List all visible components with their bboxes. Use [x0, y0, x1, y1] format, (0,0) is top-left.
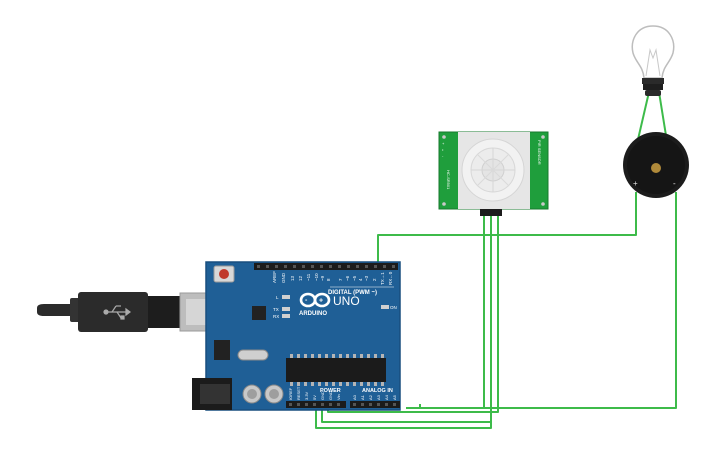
pin-label: A0	[352, 394, 357, 400]
led-on	[381, 305, 389, 309]
svg-text:-: -	[305, 297, 308, 304]
pin-label: A2	[368, 394, 373, 400]
label-gnd: GND	[281, 272, 286, 283]
power-label: POWER	[320, 388, 341, 394]
buzzer-sound-hole	[651, 163, 661, 173]
pir-pin-label: •	[442, 147, 444, 152]
analog-label: ANALOG IN	[362, 388, 393, 394]
pin-label: Vin	[336, 394, 341, 400]
pin-label: 8	[326, 278, 331, 281]
digital-header[interactable]	[254, 263, 398, 270]
arduino-logo-icon	[299, 292, 331, 308]
label-l: L	[276, 295, 279, 300]
pin-label: GND	[320, 391, 325, 400]
pin-label: ~6	[345, 275, 350, 281]
crystal	[237, 349, 269, 361]
pin-label: 5V	[312, 395, 317, 400]
brand-label: ARDUINO	[299, 311, 327, 317]
led-tx	[282, 307, 290, 311]
pin-label: ~5	[352, 275, 357, 281]
pin-label: ~10	[314, 273, 319, 281]
pir-header[interactable]	[480, 209, 502, 216]
pin-label: 4	[358, 278, 363, 281]
buzzer-plus-label: +	[633, 179, 638, 188]
usb-icon	[103, 305, 131, 320]
pir-side-label: PIR SENSOR	[537, 140, 542, 165]
pin-label: A4	[384, 394, 389, 400]
pin-label: A3	[376, 394, 381, 400]
arduino-uno-board[interactable]: AREF GND 13 12 ~11 ~10 ~9 8 7 ~6 ~5 4 ~3…	[192, 261, 401, 411]
pin-label: RX←0	[388, 271, 393, 285]
light-bulb-icon[interactable]	[631, 25, 675, 96]
pir-pin-label: -	[442, 153, 444, 158]
led-rx	[282, 314, 290, 318]
usb-cable	[37, 292, 227, 332]
atmega-chip	[286, 358, 386, 382]
digital-label: DIGITAL (PWM ~)	[328, 290, 377, 296]
pir-side-label: HC-SR501	[446, 170, 451, 190]
wire-pin2-to-buzzer-plus[interactable]	[377, 192, 637, 262]
usb-chip	[252, 306, 266, 320]
piezo-buzzer[interactable]: + -	[623, 132, 689, 198]
on-label: ON	[390, 305, 397, 310]
pin-label: RESET	[296, 386, 301, 400]
svg-text:+: +	[319, 298, 323, 305]
pin-label: ~9	[320, 275, 325, 281]
wires	[315, 91, 677, 429]
label-tx: TX	[273, 307, 279, 312]
pin-label: 7	[338, 278, 343, 281]
analog-header[interactable]	[350, 401, 400, 408]
pin-label: TX→1	[380, 272, 385, 285]
wire-buzzer-minus-to-gnd[interactable]	[419, 192, 677, 409]
voltage-regulator	[214, 340, 230, 360]
pin-label: A5	[392, 394, 397, 400]
label-aref: AREF	[272, 271, 277, 283]
pin-label: ~11	[306, 273, 311, 281]
pir-dome	[461, 138, 525, 202]
wire-pir-extra[interactable]	[315, 216, 492, 429]
pin-label: GND	[328, 391, 333, 400]
pin-label: 3.3V	[304, 391, 309, 400]
pin-label: IOREF	[288, 387, 293, 400]
pir-sensor[interactable]: + • - HC-SR501 PIR SENSOR	[438, 131, 549, 216]
pin-label: ~3	[364, 275, 369, 281]
buzzer-minus-label: -	[673, 179, 676, 188]
led-l	[282, 295, 290, 299]
pir-pin-label: +	[442, 141, 445, 146]
pin-label: 13	[290, 275, 295, 281]
label-rx: RX	[273, 314, 279, 319]
model-label: UNO	[333, 294, 360, 308]
pin-label: 2	[372, 278, 377, 281]
wire-pir-out[interactable]	[406, 216, 485, 409]
pin-label: A1	[360, 394, 365, 400]
pin-label: 12	[298, 275, 303, 281]
